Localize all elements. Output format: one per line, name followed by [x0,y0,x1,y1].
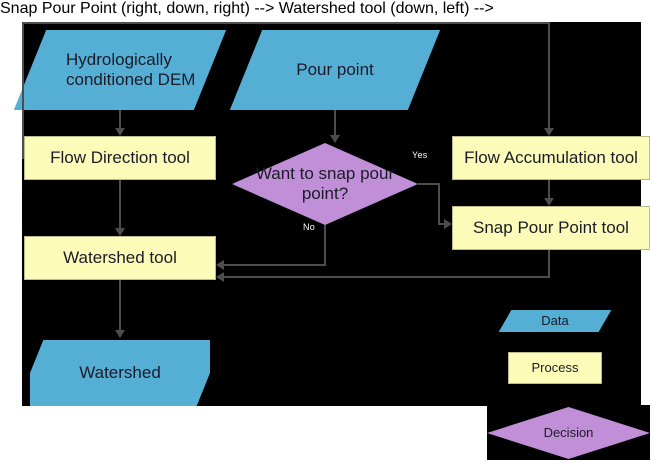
edge-label-yes: Yes [412,150,428,160]
arrowhead-watershed-tool-right-upper [216,260,224,270]
arrowhead-flow-direction [115,128,125,136]
arrowhead-snap-pour-point-top [544,198,554,206]
connector-no-horizontal [224,264,326,266]
node-snap-pour-point-tool[interactable]: Snap Pour Point tool [452,206,650,250]
legend-label: Data [541,313,569,329]
node-label: Flow Direction tool [50,147,190,167]
arrowhead-decision [330,135,340,143]
arrowhead-snap-pour-point-left [444,219,452,229]
node-label: Snap Pour Point tool [473,217,629,237]
node-watershed[interactable]: Watershed [30,340,210,406]
connector-no-vertical [324,225,326,266]
node-flow-accumulation-tool[interactable]: Flow Accumulation tool [452,136,650,180]
connector-yes-horizontal [418,183,440,185]
node-pour-point[interactable]: Pour point [229,30,441,110]
legend-label: Decision [543,425,594,441]
arrowhead-watershed [115,330,125,338]
edge-label-no: No [303,222,316,232]
legend-item-process: Process [508,352,602,384]
connector-watershed-tool-to-watershed [119,280,121,330]
node-label: Pour point [296,59,374,79]
node-label: Hydrologically conditioned DEM [66,49,196,89]
connector-yes-vertical [438,183,440,224]
connector-flow-direction-to-watershed-tool [119,180,121,228]
arrowhead-watershed-tool-right-lower [216,272,224,282]
connector-yes-horizontal-2 [438,223,446,225]
legend-item-decision: Decision [487,407,650,459]
connector-dem-to-flow-direction [119,110,121,128]
node-label: Want to snap pour point? [255,163,395,203]
node-label: Watershed tool [63,247,177,267]
legend-label: Process [531,360,579,376]
connector-pour-point-to-decision [334,110,336,135]
connector-top-rail-horizontal [22,22,550,24]
node-label: Watershed [79,362,161,382]
connector-to-flow-accumulation-vertical [548,22,550,128]
node-hydrologically-conditioned-dem[interactable]: Hydrologically conditioned DEM [13,30,227,110]
node-label: Flow Accumulation tool [464,147,638,167]
node-watershed-tool[interactable]: Watershed tool [24,236,216,280]
connector-snap-to-watershed-vertical [548,250,550,278]
connector-left-rail-vertical [22,22,24,159]
arrowhead-watershed-tool-top [115,228,125,236]
connector-flow-accumulation-to-snap [548,180,550,198]
connector-snap-to-watershed-horizontal [224,276,550,278]
legend-item-data: Data [498,310,612,332]
node-want-to-snap-pour-point[interactable]: Want to snap pour point? [232,143,418,225]
arrowhead-flow-accumulation [544,128,554,136]
node-flow-direction-tool[interactable]: Flow Direction tool [24,136,216,180]
